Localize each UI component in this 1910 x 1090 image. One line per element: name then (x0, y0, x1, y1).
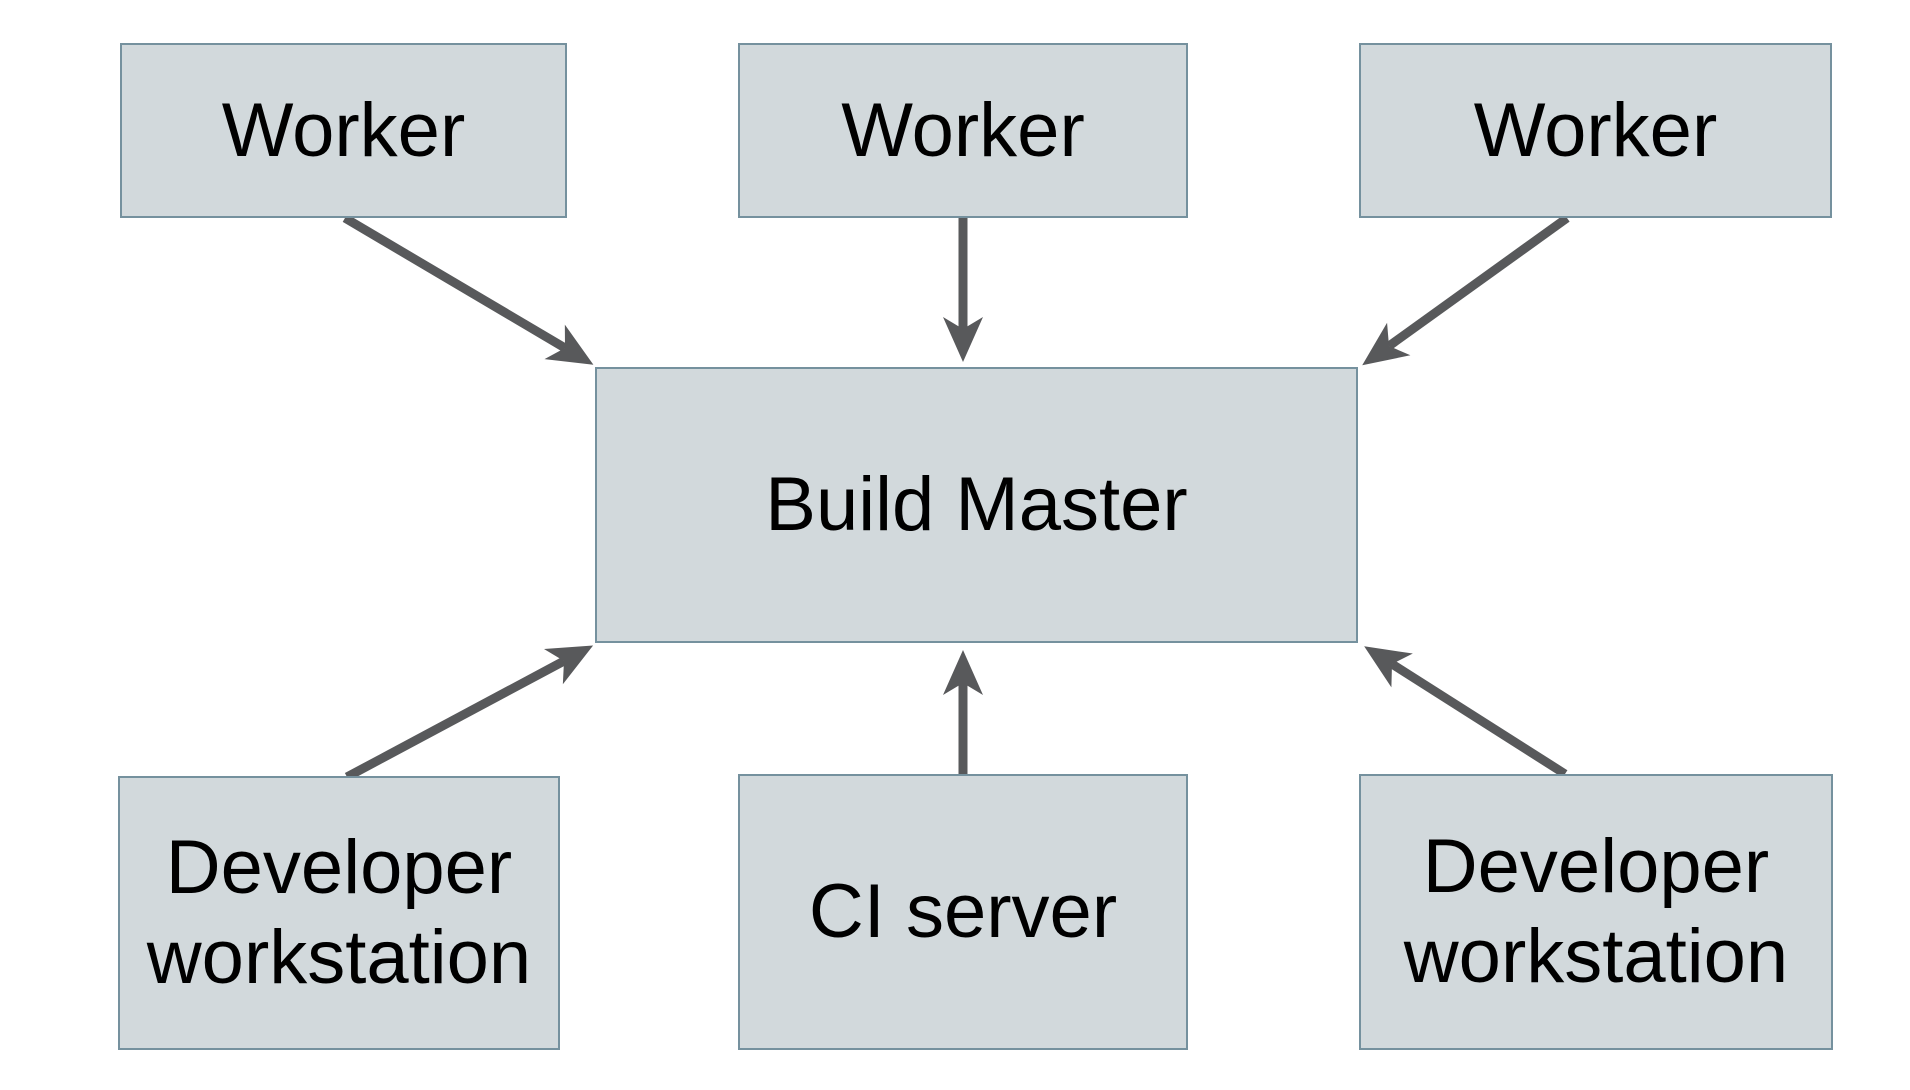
node-developer-workstation-right: Developer workstation (1359, 774, 1833, 1050)
arrow-developer-workstation-right-to-build-master (1364, 646, 1568, 778)
node-worker-3: Worker (1359, 43, 1832, 218)
node-build-master: Build Master (595, 367, 1358, 643)
arrow-developer-workstation-left-to-build-master (344, 645, 594, 781)
node-developer-workstation-left: Developer workstation (118, 776, 560, 1050)
node-worker-1: Worker (120, 43, 567, 218)
arrow-worker-1-to-build-master (342, 214, 594, 365)
arrow-worker-3-to-build-master (1362, 214, 1570, 366)
node-ci-server: CI server (738, 774, 1188, 1050)
node-developer-workstation-right-label: Developer workstation (1403, 824, 1789, 999)
node-ci-server-label: CI server (808, 869, 1118, 954)
node-build-master-label: Build Master (765, 462, 1188, 547)
node-worker-2-label: Worker (841, 87, 1085, 173)
node-worker-3-label: Worker (1473, 87, 1718, 173)
node-worker-1-label: Worker (221, 87, 466, 173)
node-developer-workstation-left-label: Developer workstation (146, 825, 532, 1000)
node-worker-2: Worker (738, 43, 1188, 218)
